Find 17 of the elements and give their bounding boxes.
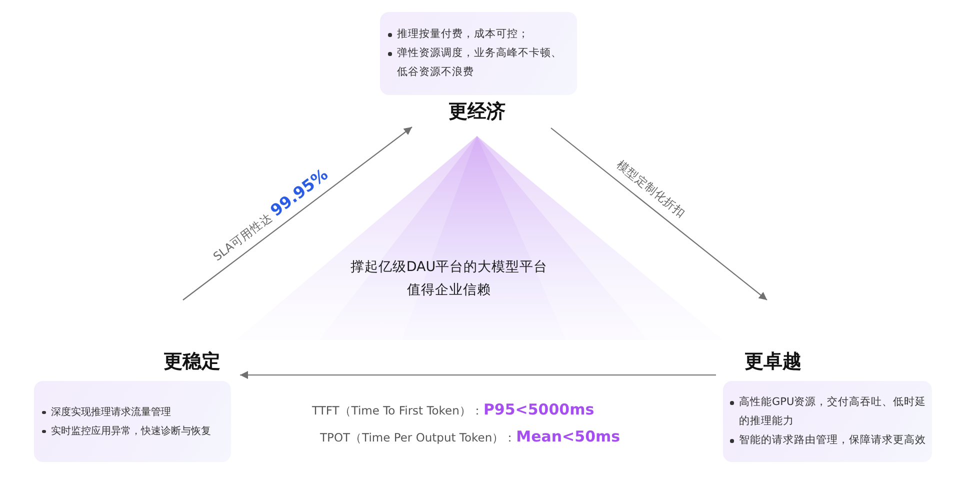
edge-label: 模型定制化折扣 [614,156,688,220]
bullet-text: 深度实现推理请求流量管理 [41,402,227,422]
center-text: 撑起亿级DAU平台的大模型平台 [350,259,548,277]
heading: 更卓越 [744,350,802,374]
arrow [550,128,768,300]
bullet-text: 弹性资源调度，业务高峰不卡顿、低谷资源不浪费 [387,44,566,82]
center-text: 值得企业信赖 [407,282,491,300]
metric-text: TTFT（Time To First Token）：P95<5000ms [312,400,594,420]
arrow [182,126,412,300]
bullet-text: 实时监控应用异常，快速诊断与恢复 [41,422,227,440]
bullet-text: 智能的请求路由管理，保障请求更高效 [729,431,927,450]
heading: 更稳定 [164,350,220,374]
bullet-text: 推理按量付费，成本可控； [387,25,566,44]
heading: 更经济 [448,100,506,124]
metric-text: TPOT（Time Per Output Token）：Mean<50ms [320,427,620,447]
bullet-text: 高性能GPU资源，交付高吞吐、低时延的推理能力 [729,393,927,431]
arrow [240,371,716,379]
